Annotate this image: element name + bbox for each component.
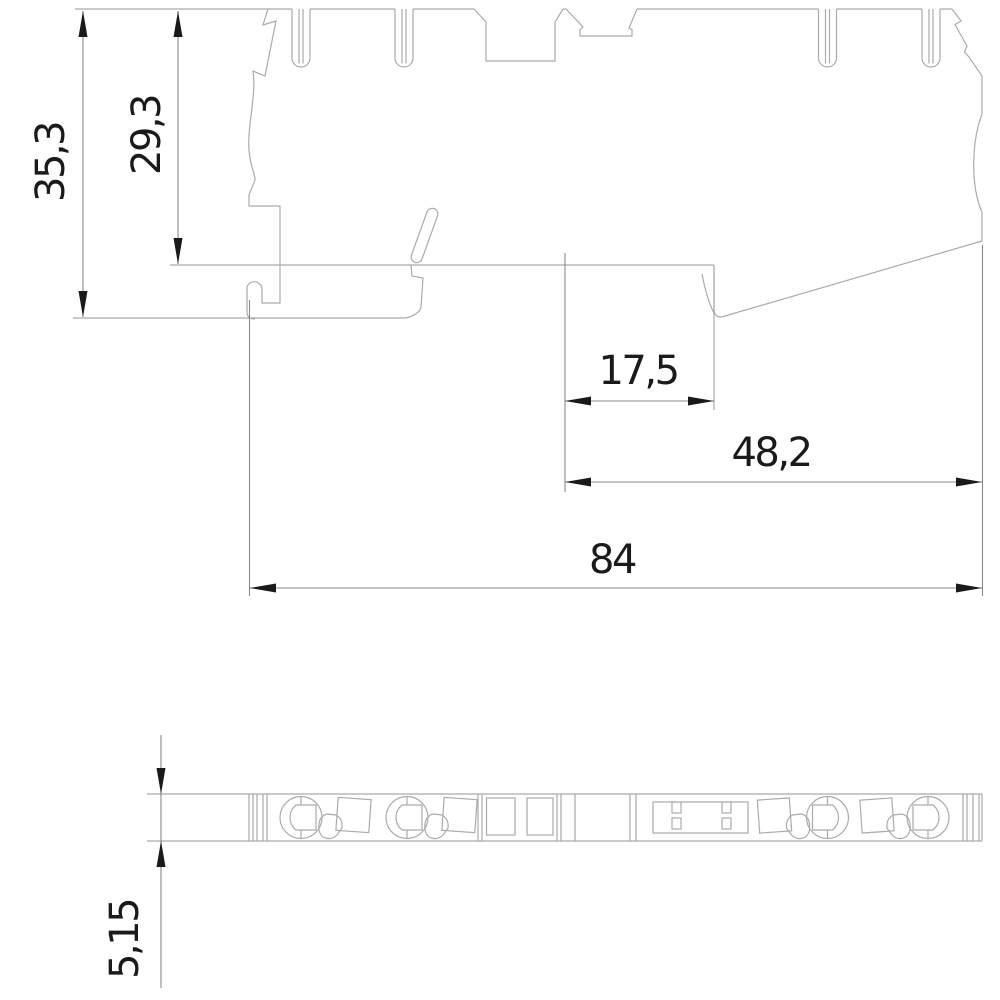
dim-text-total-width: 84 bbox=[589, 537, 636, 583]
center-cell-2 bbox=[526, 797, 554, 836]
arrowhead-17-5-right bbox=[688, 396, 714, 406]
conductor-opening-4 bbox=[859, 797, 895, 834]
dimension-strip-thickness: 5,15 bbox=[102, 735, 166, 988]
clamp-body-3 bbox=[811, 804, 840, 831]
arrowhead-29-3-bottom bbox=[173, 238, 183, 264]
jumper-contact-4 bbox=[721, 817, 732, 830]
strip-edges bbox=[147, 793, 983, 842]
screw-clamp-3 bbox=[756, 795, 850, 840]
dim-text-strip-thickness: 5,15 bbox=[102, 900, 148, 979]
arrowhead-84-left bbox=[250, 583, 276, 593]
screw-clamp-2 bbox=[385, 795, 478, 840]
slot-2 bbox=[394, 9, 414, 68]
clamp-body-2 bbox=[395, 804, 423, 831]
arrowhead-35-3-top bbox=[78, 11, 88, 37]
test-slots bbox=[291, 9, 941, 68]
center-cell-1 bbox=[485, 797, 516, 836]
screw-clamp-4 bbox=[859, 795, 950, 840]
recess-2 bbox=[565, 8, 638, 37]
slot-3 bbox=[817, 9, 838, 68]
recess-1 bbox=[473, 8, 564, 62]
dim-text-step-width: 17,5 bbox=[598, 348, 677, 394]
dimension-overall-height: 35,3 bbox=[28, 11, 88, 317]
jumper-contact-3 bbox=[721, 801, 732, 814]
conductor-opening-2 bbox=[441, 796, 478, 834]
arrowhead-29-3-top bbox=[173, 11, 183, 37]
latch-lever bbox=[410, 207, 439, 264]
side-profile-view bbox=[73, 8, 983, 410]
arrowhead-48-2-right bbox=[956, 477, 982, 487]
slot-1 bbox=[291, 9, 311, 68]
dimension-right-width: 48,2 bbox=[565, 245, 984, 596]
wire-cavity-2 bbox=[424, 813, 449, 840]
arrowhead-17-5-left bbox=[565, 396, 591, 406]
clamp-body-1 bbox=[289, 804, 317, 831]
left-profile-path bbox=[246, 8, 281, 320]
strip-partition-lines bbox=[252, 794, 980, 841]
slot-4 bbox=[921, 9, 941, 68]
wire-cavity-4 bbox=[886, 813, 911, 840]
dim-text-right-width: 48,2 bbox=[731, 430, 810, 476]
latch-step bbox=[405, 264, 424, 319]
jumper-bar-outline bbox=[652, 801, 749, 834]
jumper-bar-cell bbox=[652, 801, 749, 834]
arrowhead-48-2-left bbox=[565, 477, 591, 487]
dimension-step-width: 17,5 bbox=[564, 253, 714, 492]
conductor-opening-3 bbox=[756, 797, 793, 834]
dim-text-overall-height: 35,3 bbox=[28, 123, 74, 202]
screw-clamp-1 bbox=[279, 795, 372, 840]
wire-cavity-1 bbox=[318, 813, 343, 840]
wire-cavity-3 bbox=[785, 813, 811, 840]
clamp-body-4 bbox=[912, 804, 940, 831]
wire-guide-curve bbox=[701, 273, 715, 314]
jumper-contact-2 bbox=[671, 817, 682, 830]
arrowhead-5-15-down bbox=[156, 768, 166, 794]
bottom-strip-view bbox=[147, 793, 983, 842]
dim-text-inner-height: 29,3 bbox=[124, 96, 170, 175]
jumper-contact-1 bbox=[671, 801, 682, 814]
right-profile-path bbox=[713, 8, 983, 318]
conductor-opening-1 bbox=[335, 796, 372, 834]
dimension-total-width: 84 bbox=[248, 300, 982, 596]
arrowhead-5-15-up bbox=[156, 841, 166, 867]
dimension-inner-height: 29,3 bbox=[124, 11, 183, 264]
arrowhead-84-right bbox=[956, 583, 982, 593]
arrowhead-35-3-bottom bbox=[78, 291, 88, 317]
